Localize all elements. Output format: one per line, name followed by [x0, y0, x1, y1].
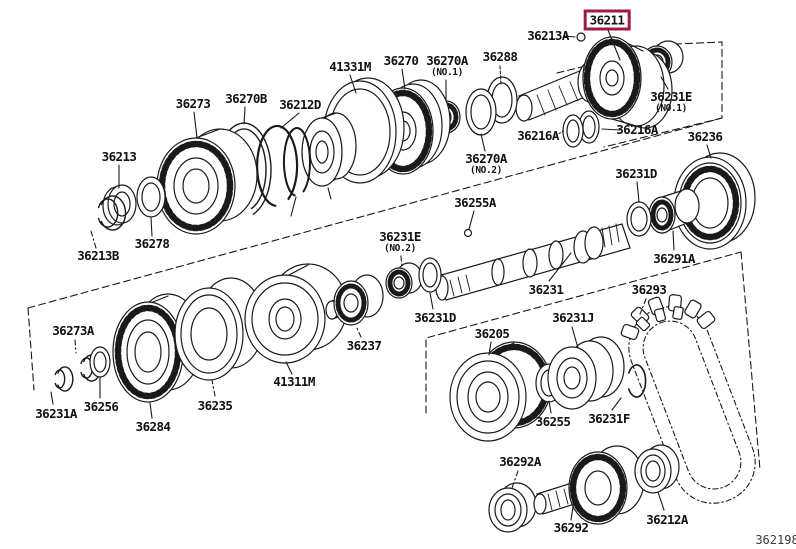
part-number: 36270A — [426, 53, 468, 68]
part-36235-drum — [174, 277, 265, 381]
part-number-suffix: (NO.1) — [655, 103, 687, 114]
part-41311m-drum — [244, 263, 348, 364]
part-label-36211-highlighted[interactable]: 36211 — [583, 9, 631, 31]
part-36211-output-shaft-gear — [515, 36, 673, 129]
part-number-suffix: (NO.1) — [431, 67, 463, 78]
part-36292-input-gear — [533, 445, 645, 525]
part-36231a-ring — [54, 366, 74, 392]
part-36293-chain — [620, 294, 756, 504]
part-number: 36270A — [465, 151, 507, 166]
part-label-36231j[interactable]: 36231J — [552, 310, 594, 325]
part-36270c-snap-ring — [282, 127, 311, 197]
part-number: 36231E — [650, 89, 692, 104]
part-36278-ring — [136, 176, 166, 218]
part-number-suffix: (NO.2) — [470, 165, 502, 176]
part-36237-hub — [325, 274, 384, 326]
part-36255a-ball — [463, 228, 473, 238]
part-label-36273[interactable]: 36273 — [175, 96, 211, 111]
part-36205-gear-drum — [449, 341, 552, 442]
part-label-36278[interactable]: 36278 — [134, 236, 170, 251]
part-36231d-ring-right — [626, 201, 652, 237]
part-number: 36231E — [379, 229, 421, 244]
part-label-36270[interactable]: 36270 — [383, 53, 419, 68]
part-label-36235[interactable]: 36235 — [197, 398, 233, 413]
part-label-36213b[interactable]: 36213B — [77, 248, 119, 263]
part-label-36270b[interactable]: 36270B — [225, 91, 267, 106]
part-label-36231e-no2[interactable]: 36231E (NO.2) — [379, 230, 421, 254]
part-label-36291a[interactable]: 36291A — [653, 251, 695, 266]
part-label-36292[interactable]: 36292 — [553, 520, 589, 535]
part-label-36270a-no2[interactable]: 36270A (NO.2) — [465, 152, 507, 176]
part-label-36212a[interactable]: 36212A — [646, 512, 688, 527]
part-label-36213[interactable]: 36213 — [101, 149, 137, 164]
part-label-36288[interactable]: 36288 — [482, 49, 518, 64]
figure-code: 362198 — [755, 533, 796, 547]
part-36216a-rings — [562, 110, 600, 148]
part-36212a-bearing — [634, 444, 680, 494]
part-label-36284[interactable]: 36284 — [135, 419, 171, 434]
part-label-36231a[interactable]: 36231A — [35, 406, 77, 421]
part-36270a-no2-race — [465, 88, 497, 136]
leader-lines — [50, 29, 712, 521]
part-36213a-ball — [576, 32, 586, 42]
part-label-36293[interactable]: 36293 — [631, 282, 667, 297]
part-label-36216a-right[interactable]: 36216A — [616, 122, 658, 137]
part-label-36236[interactable]: 36236 — [687, 129, 723, 144]
part-36213-washer — [102, 184, 137, 226]
part-36291a-sprocket-hub — [648, 188, 700, 234]
part-36273-drum-gear — [156, 128, 258, 235]
part-36231f-snap-ring — [628, 364, 647, 398]
part-number-suffix: (NO.2) — [384, 243, 416, 254]
part-label-36237[interactable]: 36237 — [346, 338, 382, 353]
part-36213b-snap-ring — [97, 195, 127, 231]
part-36212d-snap-ring — [256, 124, 299, 207]
part-label-36292a[interactable]: 36292A — [499, 454, 541, 469]
part-36231j-gear — [547, 336, 625, 410]
part-label-36231f[interactable]: 36231F — [588, 411, 630, 426]
part-label-41331m[interactable]: 41331M — [329, 59, 371, 74]
part-label-41311m-lower[interactable]: 41311M — [273, 374, 315, 389]
part-label-36270a-no1[interactable]: 36270A (NO.1) — [426, 54, 468, 78]
part-label-36231e-no1[interactable]: 36231E (NO.1) — [650, 90, 692, 114]
part-36231e-no2-bearing — [385, 262, 423, 299]
part-36231-countershaft — [435, 223, 631, 301]
part-label-36273a[interactable]: 36273A — [52, 323, 94, 338]
part-label-36231[interactable]: 36231 — [528, 282, 564, 297]
part-label-36231d-left[interactable]: 36231D — [414, 310, 456, 325]
part-36256-ring — [89, 346, 111, 378]
part-label-36255a[interactable]: 36255A — [454, 195, 496, 210]
part-label-36231d-right[interactable]: 36231D — [615, 166, 657, 181]
part-36231d-ring-left — [418, 257, 442, 293]
part-36236-driven-gear — [673, 152, 756, 250]
part-label-36205[interactable]: 36205 — [474, 326, 510, 341]
part-label-36212d[interactable]: 36212D — [279, 97, 321, 112]
part-36292a-bearing — [488, 482, 537, 533]
part-label-36216a-left[interactable]: 36216A — [517, 128, 559, 143]
part-label-36256[interactable]: 36256 — [83, 399, 119, 414]
part-label-36213a[interactable]: 36213A — [527, 28, 569, 43]
part-label-36255[interactable]: 36255 — [535, 414, 571, 429]
